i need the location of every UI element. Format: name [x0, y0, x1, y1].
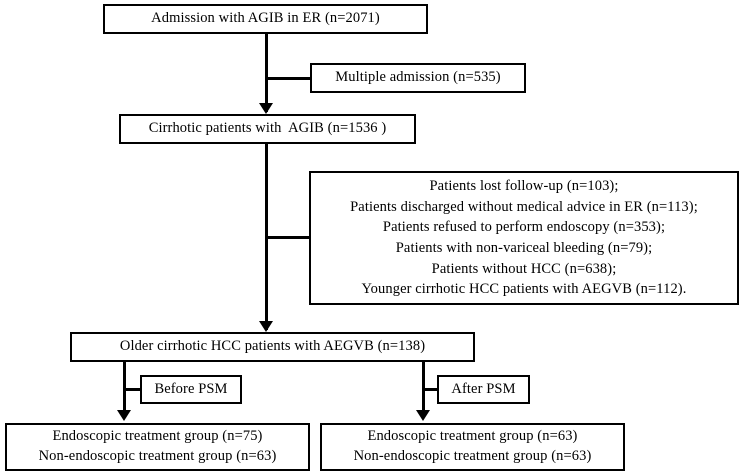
connector-to-before-psm-label: [123, 388, 143, 391]
node-multiple-admission: Multiple admission (n=535): [310, 63, 526, 93]
node-older-cirrhotic-hcc-label: Older cirrhotic HCC patients with AEGVB …: [119, 338, 426, 355]
node-groups-after-psm: Endoscopic treatment group (n=63) Non-en…: [320, 423, 625, 471]
node-cirrhotic-agib: Cirrhotic patients with AGIB (n=1536 ): [119, 114, 416, 144]
connector-to-exclusions: [265, 236, 311, 239]
arrowhead-to-older-hcc: [259, 321, 273, 332]
group-line: Non-endoscopic treatment group (n=63): [353, 448, 592, 464]
group-line: Endoscopic treatment group (n=63): [367, 428, 578, 445]
exclusion-line: Patients lost follow-up (n=103);: [429, 178, 619, 195]
node-before-psm: Before PSM: [140, 375, 242, 404]
node-older-cirrhotic-hcc: Older cirrhotic HCC patients with AEGVB …: [70, 332, 475, 362]
node-groups-before-psm: Endoscopic treatment group (n=75) Non-en…: [5, 423, 310, 471]
node-after-psm: After PSM: [437, 375, 530, 404]
arrowhead-to-cirrhotic: [259, 103, 273, 114]
node-cirrhotic-agib-label: Cirrhotic patients with AGIB (n=1536 ): [148, 120, 387, 137]
connector-to-after-psm-label: [422, 388, 440, 391]
connector-to-multiple-admission: [265, 77, 312, 80]
group-line: Endoscopic treatment group (n=75): [52, 428, 263, 445]
node-after-psm-label: After PSM: [451, 380, 516, 397]
node-exclusion-criteria: Patients lost follow-up (n=103); Patient…: [309, 171, 739, 305]
node-multiple-admission-label: Multiple admission (n=535): [335, 69, 501, 86]
exclusion-line: Younger cirrhotic HCC patients with AEGV…: [361, 281, 687, 298]
node-admission-label: Admission with AGIB in ER (n=2071): [151, 10, 380, 27]
node-admission: Admission with AGIB in ER (n=2071): [103, 4, 428, 34]
arrowhead-to-groups-before-psm: [117, 410, 131, 421]
connector-admission-to-cirrhotic: [265, 34, 268, 112]
arrowhead-to-groups-after-psm: [416, 410, 430, 421]
node-before-psm-label: Before PSM: [154, 380, 228, 397]
exclusion-line: Patients discharged without medical advi…: [350, 198, 698, 215]
exclusion-line: Patients with non-variceal bleeding (n=7…: [395, 240, 653, 256]
group-line: Non-endoscopic treatment group (n=63): [38, 448, 277, 464]
exclusion-line: Patients refused to perform endoscopy (n…: [382, 219, 666, 236]
exclusion-line: Patients without HCC (n=638);: [431, 260, 617, 277]
